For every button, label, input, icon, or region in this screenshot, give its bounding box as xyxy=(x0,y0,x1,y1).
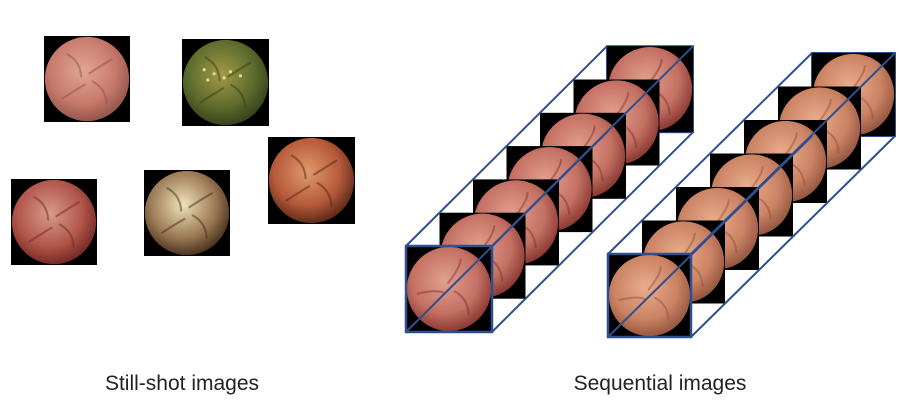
still-image-2-bubble xyxy=(203,68,206,71)
still-image-2-bubble xyxy=(206,78,209,81)
still-image-2 xyxy=(182,39,269,126)
still-image-4-lumen xyxy=(145,171,229,255)
still-image-5-lumen xyxy=(269,138,354,223)
still-image-3-lumen xyxy=(12,180,96,264)
still-shot-caption: Still-shot images xyxy=(105,372,259,396)
still-image-2-bubble xyxy=(239,74,242,77)
still-image-2-lumen xyxy=(183,40,268,125)
sequential-group xyxy=(406,46,895,337)
still-image-4 xyxy=(144,170,230,256)
still-image-1 xyxy=(44,36,130,122)
still-shot-group xyxy=(11,36,355,265)
still-image-2-bubble xyxy=(222,76,225,79)
still-image-3 xyxy=(11,179,97,265)
still-image-2-bubble xyxy=(213,72,216,75)
still-image-5 xyxy=(268,137,355,224)
sequential-caption: Sequential images xyxy=(574,372,747,396)
still-image-1-lumen xyxy=(45,37,129,121)
still-image-2-bubble xyxy=(229,70,232,73)
